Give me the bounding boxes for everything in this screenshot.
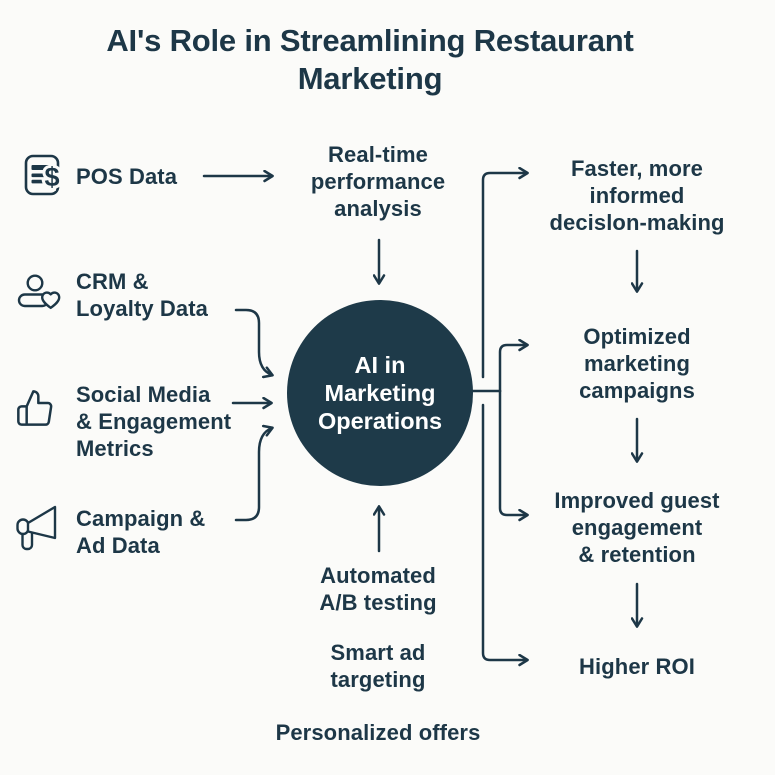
center-node-label: AI in Marketing Operations [317,352,443,434]
connector-crm-to-center [234,308,274,379]
input-label-crm-loyalty: CRM & Loyalty Data [76,269,209,321]
input-label-social-media: Social Media & Engagement Metrics [76,382,232,461]
input-label-pos-data: POS Data [76,164,178,189]
process-label-ab-testing: Automated A/B testing [319,563,437,615]
outcome-label-optimized-campaigns: Optimized marketing campaigns [579,324,695,403]
outcome-label-faster-decisions: Faster, more informed decislon-making [549,156,725,235]
connector-to-guest-engagement [498,389,529,522]
megaphone-icon [16,505,57,551]
process-label-realtime-analysis: Real-time performance analysis [310,142,446,221]
connector-to-faster-decisions [481,166,529,379]
center-node: AI in Marketing Operations [287,300,473,486]
dollar-glyph: $ [44,162,59,192]
thumbs-up-icon [17,390,53,426]
receipt-dollar-icon: $ [24,154,63,196]
process-label-smart-ad-targeting: Smart ad targeting [330,640,426,692]
connector-campaign-to-center [234,424,274,522]
input-label-campaign-ad: Campaign & Ad Data [76,506,206,558]
connector-to-higher-roi [481,403,529,667]
person-heart-icon [17,274,61,310]
diagram-title: AI's Role in Streamlining Restaurant Mar… [106,23,634,96]
outcome-label-guest-engagement: Improved guest engagement & retention [554,488,720,567]
connector-to-optimized-campaigns [498,338,529,393]
outcome-label-higher-roi: Higher ROI [579,654,695,679]
process-label-personalized-offers: Personalized offers [275,720,481,745]
